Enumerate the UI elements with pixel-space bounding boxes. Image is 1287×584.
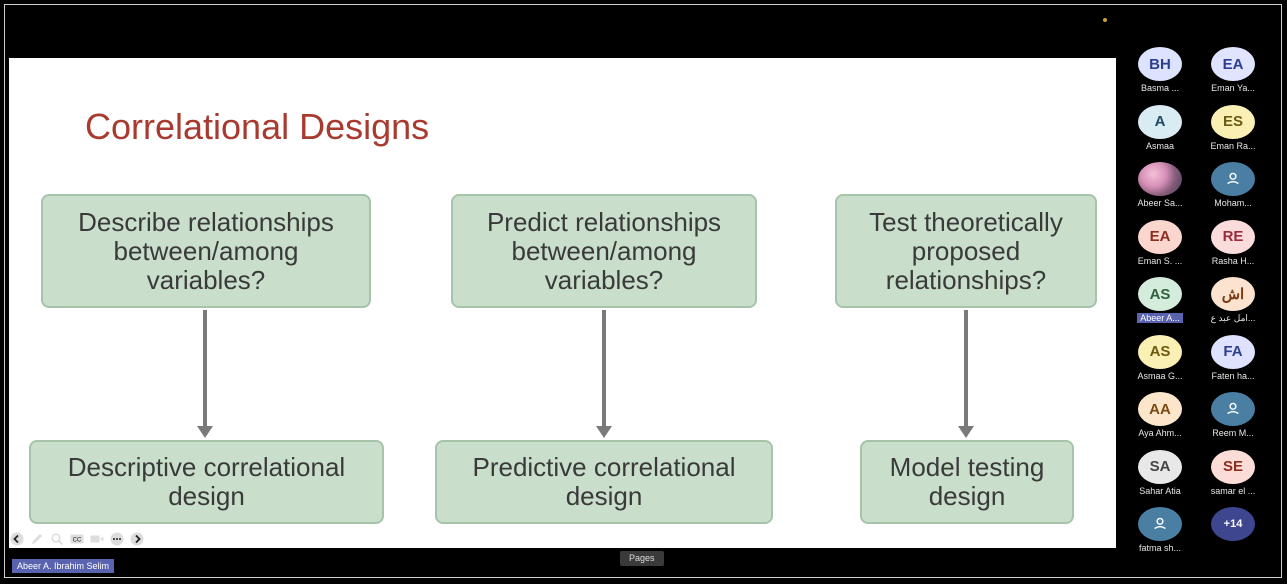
- participant-name: fatma sh...: [1138, 543, 1182, 553]
- participant-avatar: BH: [1138, 47, 1182, 81]
- participant-avatar: AS: [1138, 334, 1182, 369]
- participant-name: Eman Ra...: [1210, 140, 1256, 151]
- more-participants-button[interactable]: +14: [1211, 507, 1255, 541]
- participant-tile[interactable]: AS Abeer A...: [1125, 277, 1195, 331]
- user-icon: [1211, 162, 1255, 196]
- presenter-label: Abeer A. Ibrahim Selim: [12, 559, 115, 573]
- question-box-predict: Predict relationships between/among vari…: [451, 194, 757, 308]
- shared-slide: Correlational Designs Describe relations…: [9, 58, 1116, 548]
- participant-tile[interactable]: +14: [1198, 507, 1268, 561]
- participant-tile[interactable]: AA Aya Ahm...: [1125, 392, 1195, 446]
- pages-button[interactable]: Pages: [620, 551, 664, 566]
- participant-name: Abeer A...: [1137, 313, 1183, 323]
- participant-name: امل عبد ع...: [1210, 313, 1256, 323]
- participant-tile[interactable]: EA Eman Ya...: [1198, 47, 1268, 101]
- video-icon[interactable]: [90, 532, 104, 546]
- back-icon[interactable]: [10, 532, 24, 546]
- participant-name: Faten ha...: [1211, 370, 1255, 381]
- more-icon[interactable]: [110, 532, 124, 546]
- presentation-toolbar: CC: [10, 532, 144, 546]
- participant-avatar: RE: [1211, 219, 1255, 254]
- arrow-predict: [596, 310, 612, 438]
- participant-name: Eman S. ...: [1137, 255, 1183, 266]
- participant-tile[interactable]: Abeer Sa...: [1125, 162, 1195, 216]
- participant-photo: [1138, 162, 1182, 196]
- pen-icon[interactable]: [30, 532, 44, 546]
- participant-avatar: A: [1138, 104, 1182, 139]
- participant-name: Aya Ahm...: [1138, 428, 1182, 438]
- arrow-describe: [197, 310, 213, 438]
- participant-name: Reem M...: [1212, 428, 1254, 438]
- participant-avatar: ES: [1211, 104, 1255, 139]
- participant-name: Moham...: [1214, 198, 1252, 208]
- arrow-test: [958, 310, 974, 438]
- slide-title: Correlational Designs: [85, 106, 430, 147]
- question-box-describe: Describe relationships between/among var…: [41, 194, 371, 308]
- participant-avatar: AA: [1138, 392, 1182, 426]
- status-dot: [1103, 18, 1107, 22]
- participant-name: Abeer Sa...: [1137, 198, 1183, 208]
- participant-avatar: FA: [1211, 334, 1255, 369]
- participant-avatar: EA: [1138, 219, 1182, 254]
- forward-icon[interactable]: [130, 532, 144, 546]
- participant-tile[interactable]: BH Basma ...: [1125, 47, 1195, 101]
- participant-name: Asmaa: [1145, 140, 1174, 151]
- participant-name: Eman Ya...: [1211, 83, 1255, 93]
- participant-avatar: SE: [1211, 449, 1255, 484]
- participant-name: samar el ...: [1210, 485, 1256, 496]
- user-icon: [1138, 507, 1182, 541]
- participant-avatar: EA: [1211, 47, 1255, 81]
- participant-name: Asmaa G...: [1137, 370, 1183, 381]
- participant-tile[interactable]: fatma sh...: [1125, 507, 1195, 561]
- participant-name: Rasha H...: [1211, 255, 1255, 266]
- captions-icon[interactable]: CC: [70, 532, 84, 546]
- participant-name: Basma ...: [1140, 83, 1179, 93]
- participant-tile[interactable]: Moham...: [1198, 162, 1268, 216]
- participant-name: Sahar Atia: [1139, 485, 1181, 496]
- svg-text:CC: CC: [73, 538, 82, 544]
- question-box-test: Test theoretically proposed relationship…: [835, 194, 1097, 308]
- design-box-descriptive: Descriptive correlational design: [29, 440, 384, 524]
- participant-tile[interactable]: Reem M...: [1198, 392, 1268, 446]
- user-icon: [1211, 392, 1255, 426]
- participant-avatar: AS: [1138, 277, 1182, 311]
- participant-avatar: اش: [1211, 277, 1255, 311]
- participant-tile[interactable]: اش امل عبد ع...: [1198, 277, 1268, 331]
- design-box-model: Model testing design: [860, 440, 1074, 524]
- participant-avatar: SA: [1138, 449, 1182, 484]
- zoom-icon[interactable]: [50, 532, 64, 546]
- design-box-predictive: Predictive correlational design: [435, 440, 773, 524]
